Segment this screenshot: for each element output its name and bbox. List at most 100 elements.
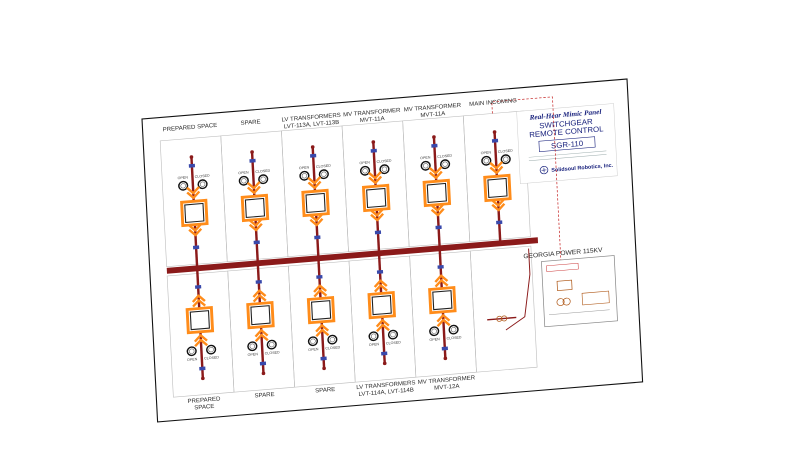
feeder-bottom: OPEN CLOSED (428, 249, 462, 361)
disconnect-icon (491, 138, 499, 143)
open-label: OPEN (359, 160, 370, 165)
feeder-bottom: OPEN CLOSED (367, 254, 402, 366)
open-indicator-icon[interactable] (429, 326, 440, 337)
section-label-bottom: MV TRANSFORMER (418, 375, 476, 386)
closed-indicator-icon[interactable] (206, 344, 217, 355)
disconnect-icon (381, 351, 388, 356)
closed-label: CLOSED (255, 169, 271, 174)
disconnect-icon (259, 361, 267, 366)
open-indicator-icon[interactable] (178, 180, 189, 191)
chevron-down-icon (491, 198, 506, 212)
chevron-up-icon (375, 319, 390, 333)
company-name: Solidsoul Robotics, Inc. (551, 163, 614, 174)
chevron-up-icon (436, 314, 451, 328)
disconnect-icon (431, 143, 438, 148)
closed-label: CLOSED (386, 340, 402, 345)
open-indicator-icon[interactable] (481, 155, 492, 166)
open-indicator-icon[interactable] (420, 160, 431, 171)
open-indicator-icon[interactable] (247, 341, 258, 352)
section-label-top: LV TRANSFORMERS (281, 113, 341, 124)
section-label-bottom: LV TRANSFORMERS (356, 380, 416, 391)
chevron-down-icon (489, 161, 504, 174)
open-indicator-icon[interactable] (307, 336, 319, 347)
disconnect-icon (496, 220, 503, 225)
feeder-bottom: OPEN CLOSED (185, 269, 220, 381)
open-indicator-icon[interactable] (186, 346, 197, 357)
chevron-down-icon (248, 218, 263, 232)
chevron-up-icon (313, 284, 328, 298)
disconnect-icon (195, 284, 202, 289)
open-indicator-icon[interactable] (359, 165, 371, 176)
open-label: OPEN (429, 337, 440, 342)
closed-indicator-icon[interactable] (327, 334, 338, 345)
pt-coil-icon (496, 315, 503, 322)
open-indicator-icon[interactable] (238, 175, 249, 186)
closed-indicator-icon[interactable] (379, 164, 390, 175)
potential-transformer (487, 315, 517, 322)
feeder-layer: OPEN CLOSED OPEN CLOSED OPEN CLOSED OPEN CLOSED… (178, 130, 517, 381)
open-indicator-icon[interactable] (368, 331, 379, 342)
panel-title-line1: SWITCHGEAR (539, 117, 593, 130)
chevron-up-icon (434, 274, 449, 288)
transformer-icon (556, 297, 571, 306)
disconnect-icon (435, 225, 442, 230)
panel-model: SGR-110 (551, 139, 584, 150)
chevron-down-icon (246, 181, 261, 194)
disconnect-icon (441, 346, 448, 351)
closed-label: CLOSED (437, 154, 453, 159)
closed-indicator-icon[interactable] (266, 339, 277, 350)
closed-label: CLOSED (446, 335, 462, 340)
open-label: OPEN (299, 165, 310, 170)
open-label: OPEN (248, 352, 259, 357)
chevron-up-icon (252, 289, 267, 303)
chevron-up-icon (315, 324, 330, 338)
section-label-top: MV TRANSFORMER (343, 108, 401, 119)
cubicle-bottom (469, 245, 538, 373)
utility-tie-dashed-link (491, 96, 562, 260)
pt-coil-icon (501, 315, 508, 322)
chevron-down-icon (368, 171, 383, 184)
closed-label: CLOSED (204, 355, 220, 360)
chevron-up-icon (193, 334, 209, 348)
closed-indicator-icon[interactable] (258, 174, 269, 185)
chevron-up-icon (254, 329, 269, 343)
open-indicator-icon[interactable] (299, 170, 310, 181)
section-label-top: SPARE (240, 119, 260, 127)
chevron-down-icon (430, 203, 445, 217)
utility-breaker[interactable] (556, 279, 573, 292)
closed-indicator-icon[interactable] (448, 324, 459, 335)
model-box (538, 136, 596, 153)
closed-indicator-icon[interactable] (387, 329, 399, 340)
open-label: OPEN (369, 342, 380, 347)
closed-label: CLOSED (498, 149, 514, 154)
chevron-down-icon (186, 186, 201, 199)
closed-indicator-icon[interactable] (318, 169, 329, 180)
disconnect-icon (310, 153, 317, 158)
section-sublabel-top: MVT-11A (360, 116, 385, 124)
company-logo-icon (539, 165, 549, 175)
disconnect-icon (316, 274, 323, 279)
mimic-panel-sheet: OPEN CLOSED OPEN CLOSED OPEN CLOSED OPEN CLOSED… (141, 78, 644, 423)
chevron-down-icon (309, 213, 324, 227)
utility-box (541, 255, 618, 328)
open-label: OPEN (178, 175, 189, 180)
pt-feed-line (505, 248, 531, 331)
disconnect-icon (376, 269, 384, 274)
disconnect-icon (253, 240, 260, 245)
section-label-bottom: SPARE (254, 392, 274, 400)
disconnect-icon (255, 279, 262, 284)
chevron-up-icon (191, 294, 207, 308)
disconnect-icon (370, 148, 377, 153)
disconnect-icon (320, 356, 327, 361)
closed-indicator-icon[interactable] (500, 154, 511, 165)
closed-indicator-icon[interactable] (197, 179, 208, 190)
disconnect-icon (192, 245, 200, 250)
open-label: OPEN (187, 357, 198, 362)
closed-indicator-icon[interactable] (439, 159, 451, 170)
